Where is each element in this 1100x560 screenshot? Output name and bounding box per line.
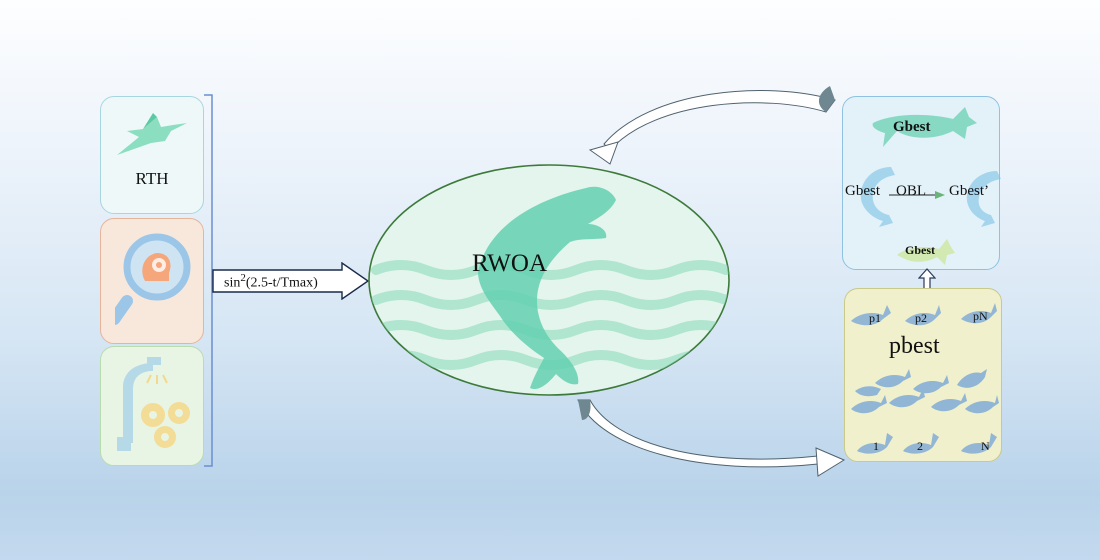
gbest-top-label: Gbest (893, 119, 931, 135)
pbest-label-pn: pN (973, 309, 988, 323)
gbest-whale-top-icon (872, 107, 977, 147)
formula-exponent: 2 (240, 272, 246, 284)
dolphin-left-icon (860, 167, 895, 227)
gbest-right-label: Gbest’ (949, 183, 989, 199)
formula-argument: (2.5-t/Tmax) (245, 275, 318, 291)
pbest-panel: p1 p2 pN pbest 1 2 N (844, 288, 1002, 462)
formula-prefix: sin (224, 275, 241, 291)
dolphin-swarm-icon (851, 369, 999, 414)
pbest-label-1: 1 (873, 439, 879, 453)
gbest-bottom-label: Gbest (905, 243, 935, 257)
rwoa-title: RWOA (472, 250, 547, 277)
pbest-label-2: 2 (917, 439, 923, 453)
hummingbird-icon (117, 113, 187, 155)
research-panel (100, 218, 204, 344)
pbest-title: pbest (889, 333, 940, 359)
pbest-label-p2: p2 (915, 311, 927, 325)
whale-icon (478, 186, 616, 390)
faucet-gears-icon (117, 357, 190, 451)
pbest-label-p1: p1 (869, 311, 881, 325)
dolphin-1-icon (857, 433, 893, 454)
gbest-left-label: Gbest (845, 183, 880, 199)
forward-arrow (577, 399, 846, 477)
return-arrow (588, 86, 836, 165)
rth-label: RTH (135, 169, 169, 188)
gbest-whale-bottom-icon (897, 239, 955, 265)
bracket-line (204, 94, 213, 467)
dolphin-p1-icon (851, 305, 891, 326)
up-arrow (918, 268, 936, 290)
dolphin-p2-icon (905, 305, 941, 326)
rwoa-circle (368, 164, 730, 396)
tools-panel (100, 346, 204, 466)
magnifier-brain-icon (115, 233, 191, 326)
dolphin-2-icon (903, 433, 939, 454)
rth-panel: RTH (100, 96, 204, 214)
pbest-label-n: N (981, 439, 990, 453)
formula-text: sin2(2.5-t/Tmax) (224, 272, 318, 292)
dolphin-right-icon (966, 171, 1001, 227)
dolphin-n-icon (961, 433, 997, 454)
gbest-panel: Gbest Gbest OBL Gbest’ Gbest (842, 96, 1001, 270)
formula-arrow (212, 262, 370, 300)
obl-arrow (889, 191, 945, 199)
dolphin-pn-icon (961, 303, 997, 324)
